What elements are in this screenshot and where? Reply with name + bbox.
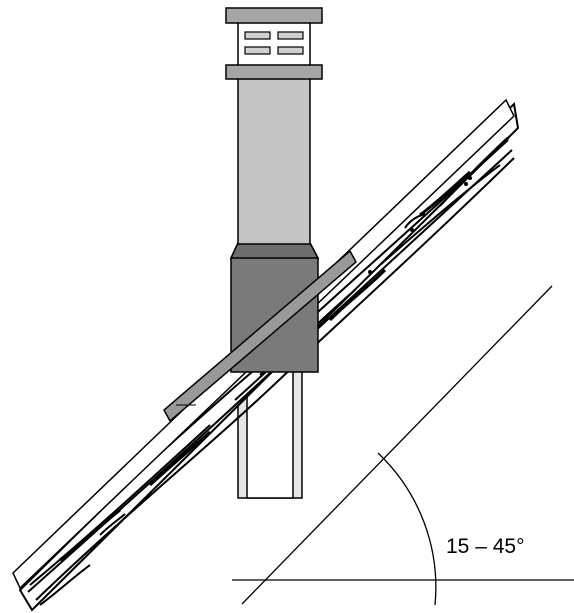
angle-indicator <box>232 285 574 606</box>
roof-flashing-icon <box>163 249 357 423</box>
chimney-cap-icon <box>225 7 323 80</box>
angle-arc <box>377 452 437 606</box>
angle-slope-line <box>241 285 553 605</box>
upper-pipe <box>237 77 311 245</box>
angle-label: 15 – 45° <box>446 535 524 558</box>
